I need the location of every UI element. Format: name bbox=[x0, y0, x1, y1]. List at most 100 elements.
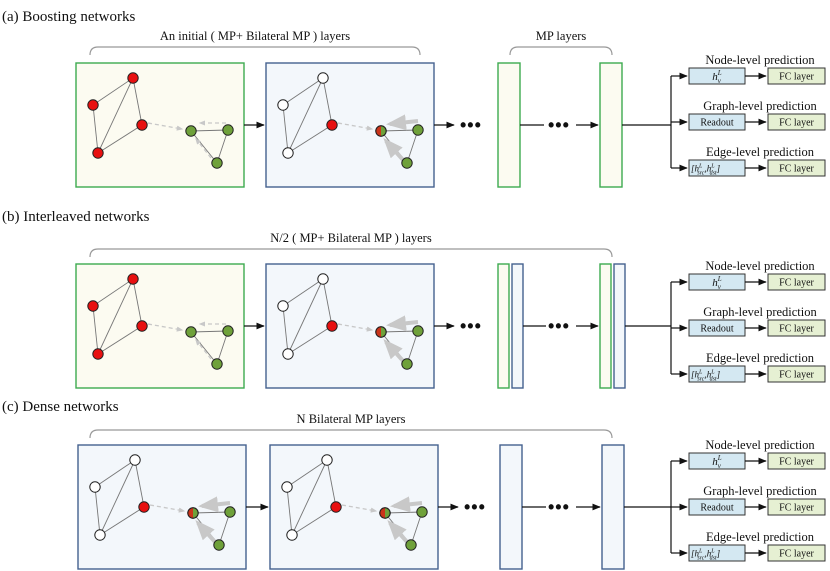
edge-level-label: Edge-level prediction bbox=[706, 145, 815, 159]
graph-node bbox=[127, 72, 139, 84]
graph-node bbox=[222, 124, 234, 136]
graph-node-mixed bbox=[379, 507, 385, 519]
fc-layer-box bbox=[767, 544, 826, 562]
graph-edge bbox=[326, 459, 337, 508]
graph-edge bbox=[218, 511, 231, 546]
bilateral-arrow bbox=[383, 138, 406, 163]
bilateral-arrow bbox=[383, 339, 406, 364]
bilateral-mp-layer-panel bbox=[265, 62, 435, 188]
graph-edge bbox=[286, 486, 293, 536]
graph-edge bbox=[97, 325, 143, 355]
graph-node bbox=[405, 539, 417, 551]
graph-edge bbox=[99, 459, 136, 536]
graph-edge bbox=[287, 325, 333, 355]
graph-edge bbox=[216, 330, 229, 365]
graph-node bbox=[330, 501, 342, 513]
node-level-label: Node-level prediction bbox=[705, 438, 815, 452]
ellipsis: ••• bbox=[548, 115, 570, 135]
node-level-label: Node-level prediction bbox=[705, 259, 815, 273]
ellipsis: ••• bbox=[464, 497, 486, 517]
graph-edge bbox=[287, 77, 324, 154]
graph-edge bbox=[190, 129, 229, 132]
graph-edge bbox=[132, 77, 143, 126]
bilateral-arrow bbox=[387, 520, 410, 545]
graph-edge bbox=[286, 459, 328, 488]
layer-bracket: N/2 ( MP+ Bilateral MP ) layers bbox=[89, 231, 613, 258]
graph-edge bbox=[291, 459, 328, 536]
mp-layer-bar bbox=[497, 263, 510, 389]
graph-edge bbox=[190, 331, 218, 365]
fc-layer-label: FC layer bbox=[779, 72, 814, 83]
graph-edge bbox=[380, 129, 419, 132]
bilateral-arrow bbox=[386, 114, 419, 131]
graph-edge bbox=[192, 511, 231, 514]
graph-illustration bbox=[89, 454, 236, 551]
layer-bracket: An initial ( MP+ Bilateral MP ) layers bbox=[89, 29, 421, 56]
bilateral-mp-layer-panel bbox=[269, 444, 439, 570]
graph-node bbox=[224, 506, 236, 518]
graph-illustration bbox=[87, 273, 234, 370]
section-title: (b) Interleaved networks bbox=[2, 209, 150, 225]
graph-node-mixed bbox=[187, 507, 193, 519]
fc-layer-box bbox=[767, 319, 826, 337]
bilateral-mp-layer-bar bbox=[511, 263, 524, 389]
fc-layer-box bbox=[767, 159, 826, 177]
fc-layer-label: FC layer bbox=[779, 324, 814, 335]
graph-node-outline bbox=[375, 326, 387, 338]
graph-edge bbox=[132, 278, 143, 327]
graph-edge bbox=[406, 129, 419, 164]
graph-edge bbox=[97, 278, 134, 355]
graph-node bbox=[401, 358, 413, 370]
readout-label: Readout bbox=[700, 118, 734, 129]
graph-node bbox=[282, 147, 294, 159]
node-level-label: Node-level prediction bbox=[705, 53, 815, 67]
graph-node bbox=[87, 300, 99, 312]
message-arrow bbox=[337, 323, 374, 332]
ellipsis: ••• bbox=[460, 316, 482, 336]
graph-node-outline bbox=[375, 125, 387, 137]
fc-layer-label: FC layer bbox=[779, 370, 814, 381]
fc-layer-box bbox=[767, 273, 826, 291]
fc-layer-label: FC layer bbox=[779, 457, 814, 468]
graph-edge bbox=[282, 104, 289, 154]
graph-edge bbox=[406, 330, 419, 365]
fc-layer-box bbox=[767, 498, 826, 516]
bilateral-arrow bbox=[390, 496, 423, 513]
graph-node bbox=[87, 99, 99, 111]
graph-edge bbox=[94, 486, 101, 536]
graph-edge bbox=[97, 77, 134, 154]
graph-node bbox=[401, 157, 413, 169]
graph-edge bbox=[92, 104, 99, 154]
graph-node bbox=[92, 147, 104, 159]
layer-bracket: N Bilateral MP layers bbox=[89, 412, 613, 439]
message-arrow bbox=[147, 323, 184, 332]
graph-edge bbox=[94, 459, 136, 488]
message-arrow bbox=[147, 122, 184, 131]
readout-label: Readout bbox=[700, 503, 734, 514]
fc-layer-box bbox=[767, 452, 826, 470]
graph-node bbox=[277, 300, 289, 312]
section-title: (c) Dense networks bbox=[2, 399, 119, 415]
graph-node-outline bbox=[187, 507, 199, 519]
bracket-line bbox=[89, 248, 613, 258]
graph-illustration bbox=[277, 72, 424, 169]
graph-node bbox=[412, 325, 424, 337]
graph-edge bbox=[282, 305, 289, 355]
graph-edge bbox=[291, 506, 337, 536]
graph-node bbox=[136, 320, 148, 332]
graph-node-outline bbox=[379, 507, 391, 519]
graph-illustration bbox=[87, 72, 234, 169]
bilateral-mp-layer-bar bbox=[613, 263, 626, 389]
fc-layer-label: FC layer bbox=[779, 549, 814, 560]
graph-edge bbox=[384, 511, 423, 514]
